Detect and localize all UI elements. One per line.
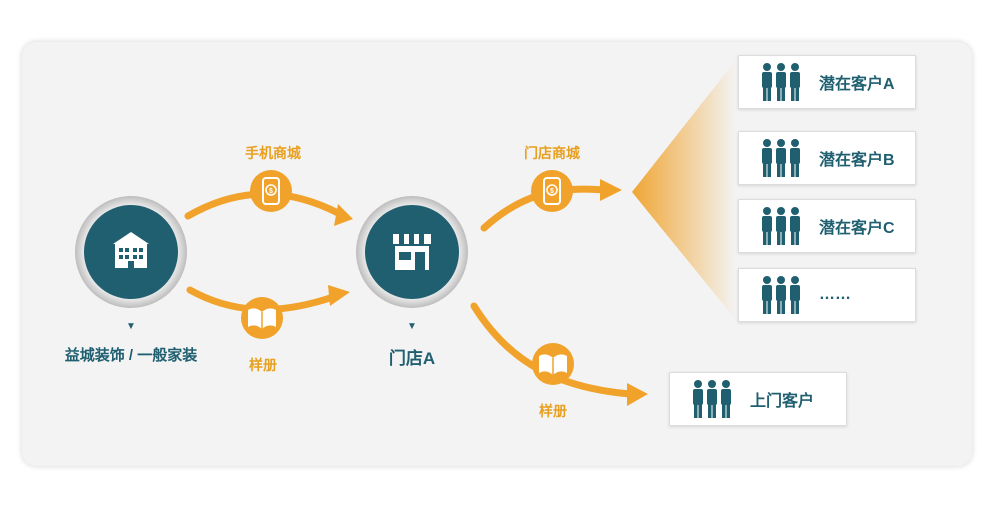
store-label: 门店A — [388, 349, 436, 368]
store-pointer: ▼ — [407, 321, 417, 332]
source-node — [75, 196, 187, 308]
people-icon — [762, 276, 800, 314]
prospect-card: …… — [738, 268, 916, 322]
prospect-card: 潜在客户A — [738, 55, 916, 109]
people-icon — [693, 380, 731, 418]
arrowhead-mobile-mall — [334, 204, 353, 226]
people-icon — [762, 63, 800, 101]
prospect-label: 潜在客户B — [819, 152, 895, 169]
building-icon — [113, 232, 149, 268]
walk-in-card: 上门客户 — [669, 372, 847, 426]
store-node — [356, 196, 468, 308]
prospect-fan — [632, 60, 736, 320]
label-mobile-mall: 手机商城 — [245, 145, 301, 161]
prospect-label: …… — [819, 286, 851, 303]
prospect-label: 潜在客户C — [819, 220, 895, 237]
source-pointer: ▼ — [126, 321, 136, 332]
store-mall-badge: $ — [531, 170, 573, 212]
store-catalog-badge — [532, 343, 574, 385]
arrowhead-store-catalog — [627, 383, 648, 406]
prospect-label: 潜在客户A — [819, 76, 895, 93]
arrowhead-catalog — [328, 285, 350, 306]
source-label: 益城装饰 / 一般家装 — [64, 347, 198, 364]
label-store-catalog: 样册 — [539, 403, 567, 419]
arrowhead-store-mall — [600, 179, 622, 201]
storefront-icon — [393, 234, 431, 270]
prospect-card: 潜在客户B — [738, 131, 916, 185]
people-icon — [762, 207, 800, 245]
mobile-mall-badge: $ — [250, 170, 292, 212]
prospect-card: 潜在客户C — [738, 199, 916, 253]
walk-in-label: 上门客户 — [750, 393, 815, 410]
people-icon — [762, 139, 800, 177]
svg-text:$: $ — [269, 188, 273, 195]
catalog-badge — [241, 297, 283, 339]
label-catalog: 样册 — [249, 357, 277, 373]
svg-text:$: $ — [550, 188, 554, 195]
label-store-mall: 门店商城 — [524, 145, 580, 161]
